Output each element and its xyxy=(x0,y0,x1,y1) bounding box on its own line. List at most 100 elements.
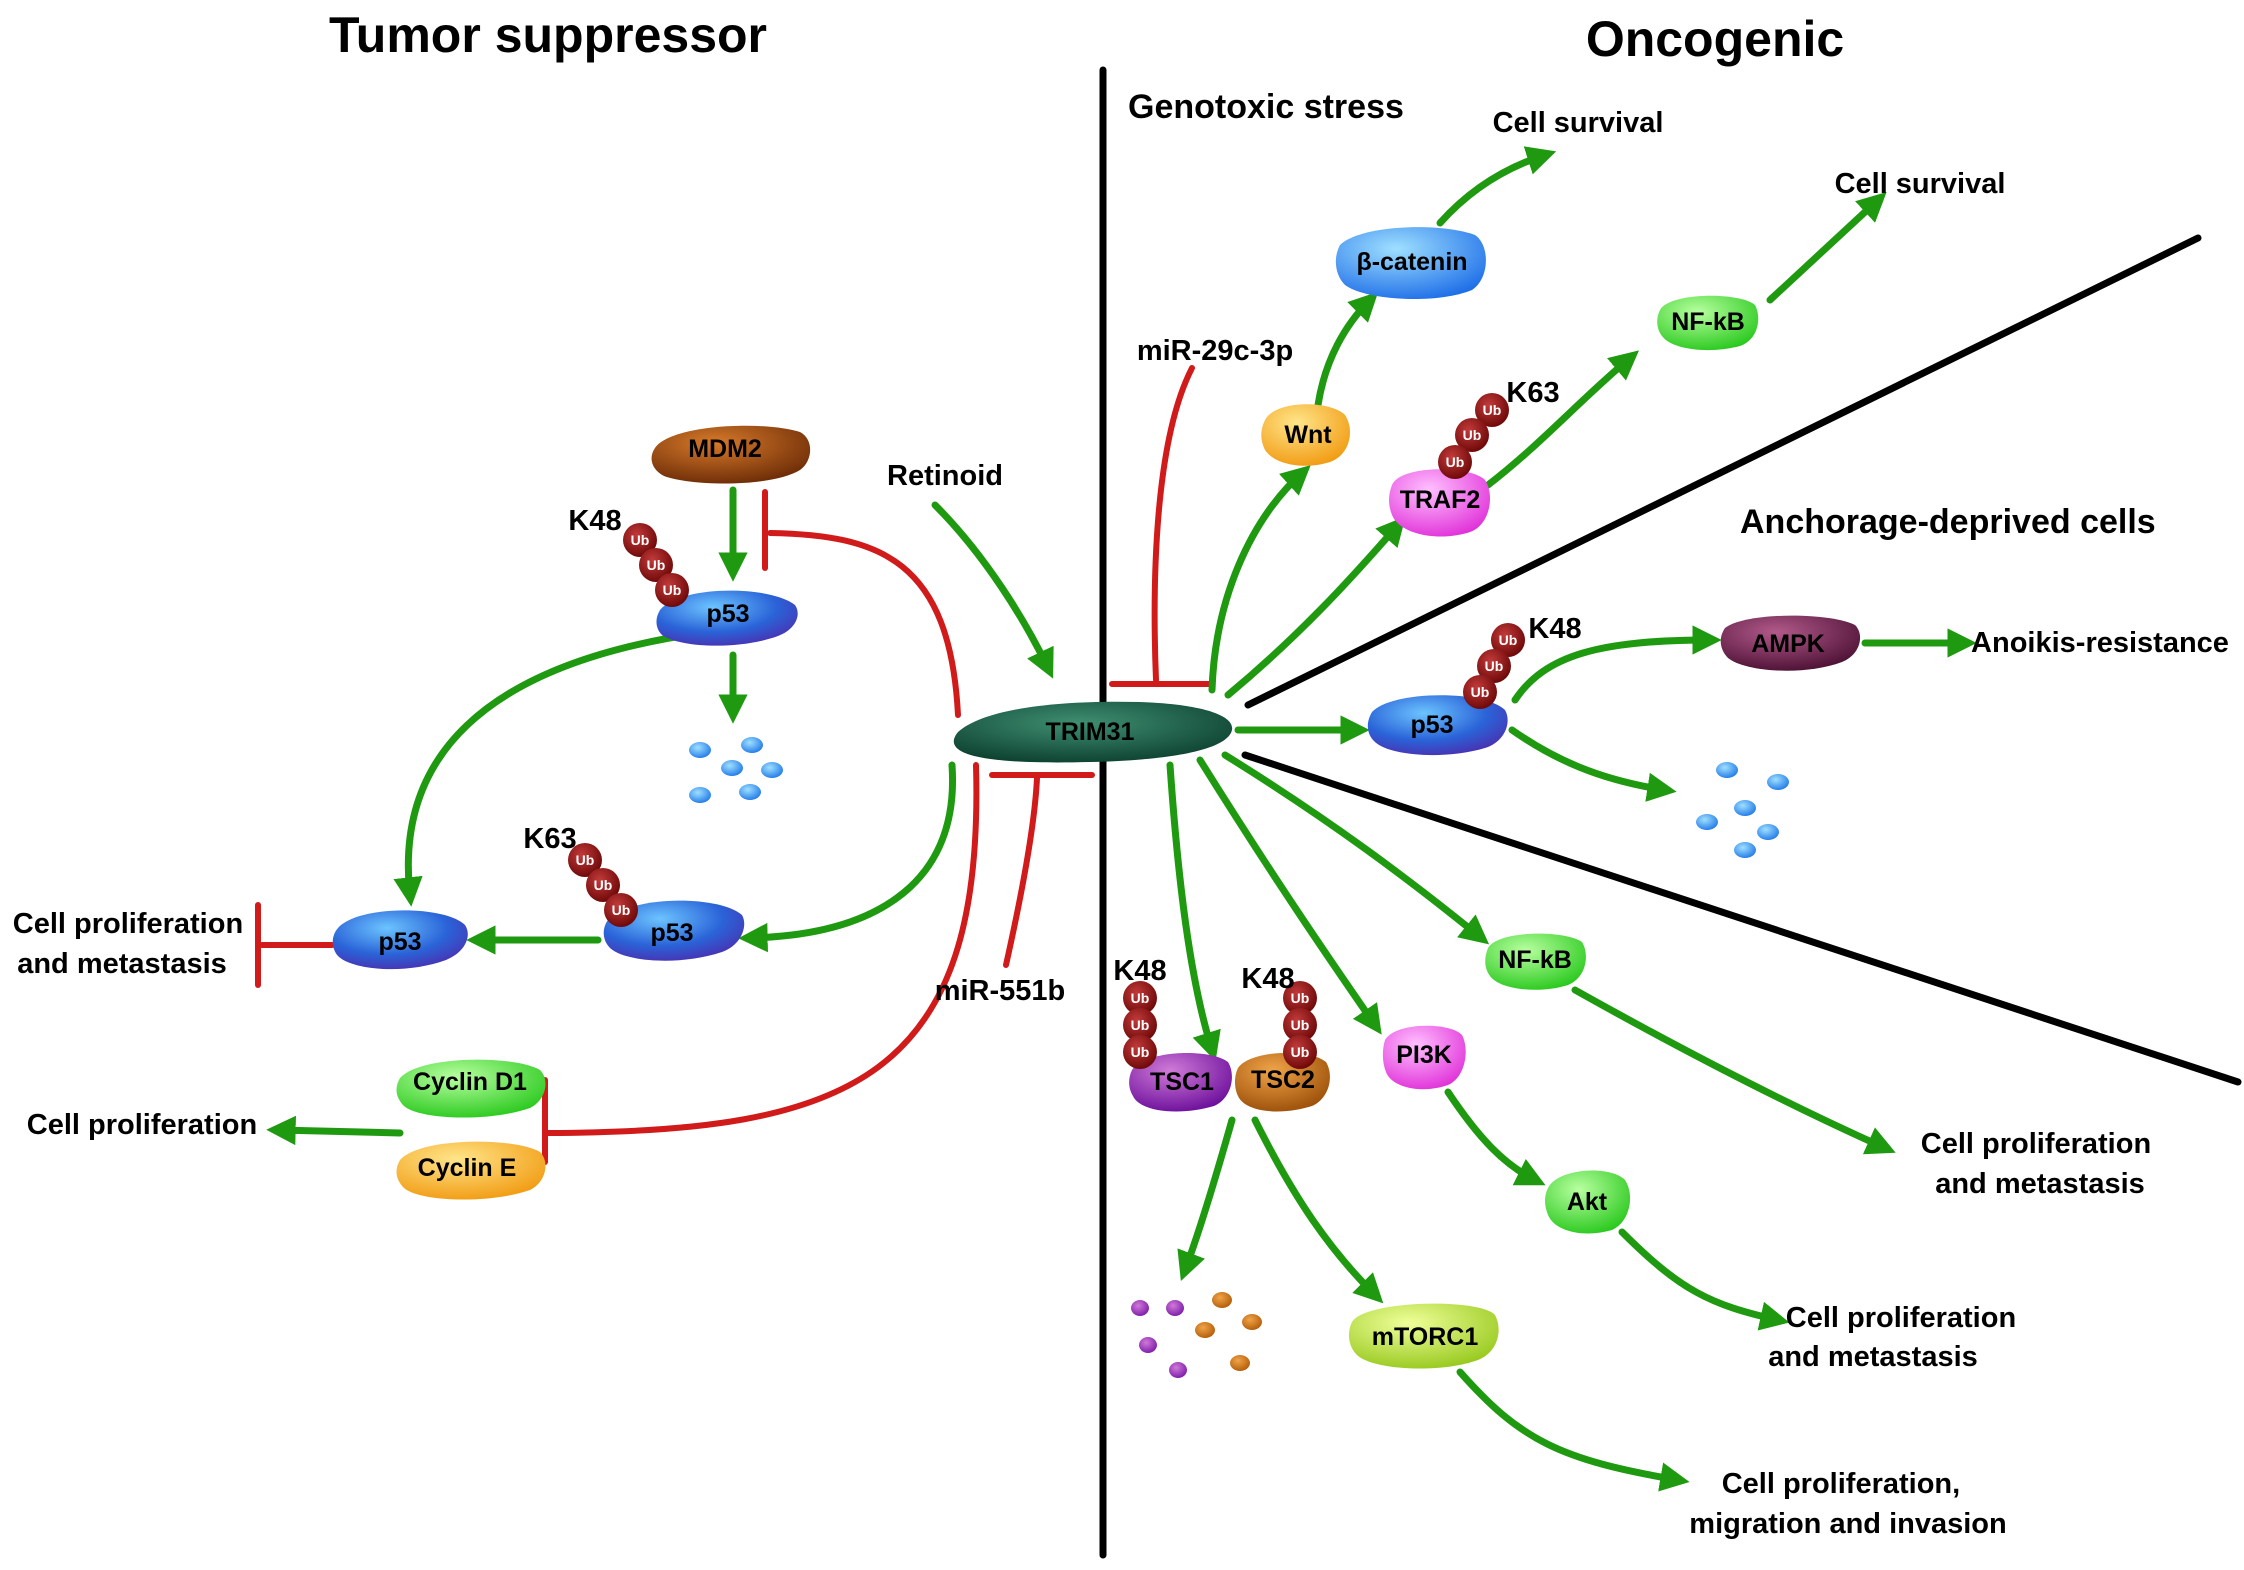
ub-bead-label: Ub xyxy=(631,532,650,548)
beta-catenin-label: β-catenin xyxy=(1356,248,1467,276)
outcome-prolif-metastasis-left: Cell proliferation and metastasis xyxy=(13,908,251,980)
beta-catenin-shape xyxy=(1335,227,1486,300)
ub-bead xyxy=(639,548,673,582)
trim31-label: TRIM31 xyxy=(1046,718,1135,746)
arrow-trim31-to-tsc1 xyxy=(1166,761,1221,1062)
ampk-label: AMPK xyxy=(1751,630,1825,658)
nfkb-top-shape xyxy=(1657,295,1759,351)
fragment xyxy=(1212,1292,1232,1308)
section-genotoxic-stress: Genotoxic stress xyxy=(1128,88,1404,126)
fragment xyxy=(1131,1300,1149,1316)
akt-shape xyxy=(1545,1170,1631,1234)
node-p53-right: p53 xyxy=(1367,695,1508,756)
ub-bead xyxy=(1283,1008,1317,1042)
fragment xyxy=(1696,814,1718,830)
outcome-prolif-migration: Cell proliferation, migration and invasi… xyxy=(1689,1468,2006,1540)
p53-active-label: p53 xyxy=(378,928,421,956)
ub-bead-label: Ub xyxy=(1291,1044,1310,1060)
node-p53-k63: p53 xyxy=(603,900,745,961)
ub-bead-label: Ub xyxy=(1499,632,1518,648)
ub-chain-tsc1: Ub Ub Ub xyxy=(1123,981,1157,1069)
p53-active-shape xyxy=(332,910,468,970)
p53-k63-shape xyxy=(603,900,745,961)
fragment xyxy=(739,784,761,800)
trim31-shape xyxy=(953,701,1233,763)
node-trim31: TRIM31 xyxy=(953,701,1233,763)
nfkb-top-label: NF-kB xyxy=(1671,308,1745,336)
arrow-mtorc1-to-proliferation xyxy=(1456,1368,1690,1492)
arrow-tsc-degradation xyxy=(1177,1116,1236,1282)
cyclin-d1-shape xyxy=(396,1059,546,1118)
traf2-label: TRAF2 xyxy=(1400,486,1481,514)
fragment xyxy=(1767,774,1789,790)
outcome-line: Cell proliferation xyxy=(1786,1302,2016,1334)
tsc2-label: TSC2 xyxy=(1251,1066,1315,1094)
ub-chain-p53-right: Ub Ub Ub xyxy=(1463,623,1525,709)
outcome-line: and metastasis xyxy=(17,948,227,980)
inhibit-mir29c-trim31 xyxy=(1151,365,1195,683)
arrow-trim31-to-nfkb-bottom xyxy=(1221,751,1490,945)
node-nfkb-bottom: NF-kB xyxy=(1485,933,1586,990)
outcome-line: Cell proliferation xyxy=(13,908,243,940)
ub-chain-p53-k63: Ub Ub Ub xyxy=(568,843,638,927)
node-cyclin-e: Cyclin E xyxy=(396,1141,546,1200)
label-retinoid: Retinoid xyxy=(887,460,1003,492)
outcome-line: and metastasis xyxy=(1935,1168,2145,1200)
arrow-retinoid-to-trim31 xyxy=(931,501,1054,679)
arrow-trim31-to-p53k63 xyxy=(738,761,957,953)
outcome-anoikis: Anoikis-resistance xyxy=(1971,627,2229,659)
outcome-cell-survival-1: Cell survival xyxy=(1493,107,1664,139)
ub-chain-p53-k48: Ub Ub Ub xyxy=(623,523,689,607)
ub-bead-label: Ub xyxy=(1131,990,1150,1006)
fragment xyxy=(1169,1362,1187,1378)
label-k48-tsc2: K48 xyxy=(1241,963,1294,995)
fragment xyxy=(1195,1322,1215,1338)
arrow-p53-degradation-right xyxy=(1508,726,1677,802)
outcome-prolif-metastasis-nfkb: Cell proliferation and metastasis xyxy=(1921,1128,2159,1200)
fragment xyxy=(1734,800,1756,816)
cyclin-e-shape xyxy=(396,1141,546,1200)
p53-k48-shape xyxy=(656,590,798,646)
tsc1-label: TSC1 xyxy=(1150,1068,1214,1096)
left-activation-arrows xyxy=(266,486,1054,1146)
p53-right-shape xyxy=(1367,695,1508,756)
label-k63-left: K63 xyxy=(523,823,576,855)
node-p53-k48: p53 xyxy=(656,590,798,646)
ampk-shape xyxy=(1720,615,1861,671)
ub-bead xyxy=(1491,623,1525,657)
cyclin-e-label: Cyclin E xyxy=(418,1154,517,1182)
ub-bead xyxy=(623,523,657,557)
node-cyclin-d1: Cyclin D1 xyxy=(396,1059,546,1118)
ub-bead xyxy=(1463,675,1497,709)
inhibit-mir551b-trim31 xyxy=(1003,775,1040,968)
ub-bead xyxy=(1123,1008,1157,1042)
label-k48-left: K48 xyxy=(568,505,621,537)
p53-k63-label: p53 xyxy=(650,919,693,947)
node-ampk: AMPK xyxy=(1720,615,1861,671)
ub-bead-label: Ub xyxy=(1131,1017,1150,1033)
ub-bead xyxy=(1455,418,1489,452)
fragment xyxy=(721,760,743,776)
ub-bead xyxy=(1477,649,1511,683)
ub-bead xyxy=(604,893,638,927)
tsc1-shape xyxy=(1129,1052,1232,1112)
outcome-line: and metastasis xyxy=(1768,1341,1978,1373)
fragment xyxy=(689,787,711,803)
ub-bead-label: Ub xyxy=(1446,454,1465,470)
ub-bead-label: Ub xyxy=(1471,684,1490,700)
node-p53-active: p53 xyxy=(332,910,468,970)
outcome-line: migration and invasion xyxy=(1689,1508,2006,1540)
node-traf2: TRAF2 xyxy=(1389,469,1490,537)
ub-bead xyxy=(1438,445,1472,479)
fragment xyxy=(1242,1314,1262,1330)
arrow-wnt-to-beta-catenin xyxy=(1314,291,1379,409)
ub-bead-label: Ub xyxy=(1131,1044,1150,1060)
node-akt: Akt xyxy=(1545,1170,1631,1234)
fragment xyxy=(1166,1300,1184,1316)
ub-bead xyxy=(586,868,620,902)
label-k48-right: K48 xyxy=(1528,613,1581,645)
fragment xyxy=(761,762,783,778)
ub-bead-label: Ub xyxy=(1291,990,1310,1006)
label-mir551b: miR-551b xyxy=(935,975,1066,1007)
